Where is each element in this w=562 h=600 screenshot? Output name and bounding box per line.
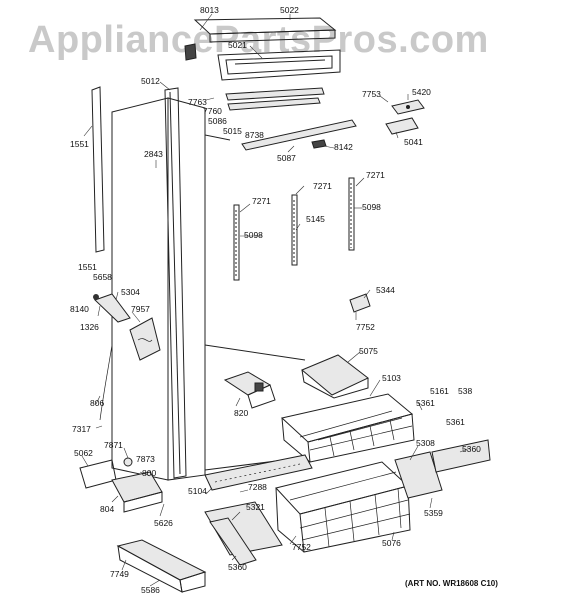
label-7760: 7760 bbox=[203, 106, 222, 116]
label-800: 800 bbox=[142, 468, 156, 478]
label-8140: 8140 bbox=[70, 304, 89, 314]
top-cover-5022 bbox=[184, 17, 337, 61]
label-538: 538 bbox=[458, 386, 472, 396]
label-5098-left: 5098 bbox=[244, 230, 263, 240]
label-1326: 1326 bbox=[80, 322, 99, 332]
label-5145: 5145 bbox=[306, 214, 325, 224]
label-5360-right: 5360 bbox=[462, 444, 481, 454]
label-5321: 5321 bbox=[246, 502, 265, 512]
label-5161: 5161 bbox=[430, 386, 449, 396]
art-number: (ART NO. WR18608 C10) bbox=[405, 579, 498, 588]
side-trim-5012 bbox=[164, 87, 187, 479]
label-5626: 5626 bbox=[154, 518, 173, 528]
label-5076: 5076 bbox=[382, 538, 401, 548]
label-5012: 5012 bbox=[141, 76, 160, 86]
cover-5586 bbox=[116, 539, 207, 593]
part-labels: 8013 5022 5021 5012 7763 7760 5086 5015 … bbox=[70, 5, 481, 595]
label-7271-right: 7271 bbox=[366, 170, 385, 180]
bracket-5344 bbox=[349, 293, 371, 313]
label-5075: 5075 bbox=[359, 346, 378, 356]
shelf-support-mid bbox=[291, 194, 298, 266]
bracket-5062 bbox=[79, 459, 117, 489]
label-5304: 5304 bbox=[121, 287, 140, 297]
slide-5360-right bbox=[431, 439, 491, 473]
label-7763: 7763 bbox=[188, 97, 207, 107]
label-8738: 8738 bbox=[245, 130, 264, 140]
label-5062: 5062 bbox=[74, 448, 93, 458]
label-7752-bottom: 7752 bbox=[292, 542, 311, 552]
housing-800 bbox=[111, 457, 163, 513]
icemaker-820 bbox=[223, 371, 276, 409]
label-806: 806 bbox=[90, 398, 104, 408]
label-7749: 7749 bbox=[110, 569, 129, 579]
label-7957: 7957 bbox=[131, 304, 150, 314]
label-7317: 7317 bbox=[72, 424, 91, 434]
label-8013: 8013 bbox=[200, 5, 219, 15]
label-5308: 5308 bbox=[416, 438, 435, 448]
label-7873: 7873 bbox=[136, 454, 155, 464]
label-7288: 7288 bbox=[248, 482, 267, 492]
shelf-support-right bbox=[348, 177, 355, 251]
clip-8142 bbox=[311, 139, 327, 149]
label-5086: 5086 bbox=[208, 116, 227, 126]
label-5359: 5359 bbox=[424, 508, 443, 518]
label-5344: 5344 bbox=[376, 285, 395, 295]
slide-5360-left bbox=[209, 517, 257, 566]
dispenser-arm-5304 bbox=[93, 293, 131, 323]
label-7871: 7871 bbox=[104, 440, 123, 450]
hinge-5041 bbox=[385, 117, 419, 135]
label-5103: 5103 bbox=[382, 373, 401, 383]
label-804: 804 bbox=[100, 504, 114, 514]
label-1551-mid: 1551 bbox=[78, 262, 97, 272]
label-5658: 5658 bbox=[93, 272, 112, 282]
label-8142: 8142 bbox=[334, 142, 353, 152]
label-5586: 5586 bbox=[141, 585, 160, 595]
label-1551-top: 1551 bbox=[70, 139, 89, 149]
label-5087: 5087 bbox=[277, 153, 296, 163]
label-5041: 5041 bbox=[404, 137, 423, 147]
label-5098-right: 5098 bbox=[362, 202, 381, 212]
label-5022: 5022 bbox=[280, 5, 299, 15]
bottom-trim-5104 bbox=[204, 454, 313, 491]
shelf-support-left bbox=[233, 204, 240, 281]
label-5361-right: 5361 bbox=[446, 417, 465, 427]
label-5420: 5420 bbox=[412, 87, 431, 97]
label-5361-left: 5361 bbox=[416, 398, 435, 408]
ice-maker-harness-7957 bbox=[129, 317, 161, 361]
left-trim bbox=[91, 86, 113, 421]
pan-5075 bbox=[301, 354, 369, 399]
label-7271-mid: 7271 bbox=[313, 181, 332, 191]
rail-5087 bbox=[241, 119, 357, 151]
basket-5103 bbox=[280, 393, 415, 463]
slide-5308 bbox=[394, 451, 443, 499]
label-5360-left: 5360 bbox=[228, 562, 247, 572]
light-shield-5021 bbox=[217, 49, 341, 81]
label-5104: 5104 bbox=[188, 486, 207, 496]
label-7753: 7753 bbox=[362, 89, 381, 99]
label-2843: 2843 bbox=[144, 149, 163, 159]
label-7752-mid: 7752 bbox=[356, 322, 375, 332]
label-7271-left: 7271 bbox=[252, 196, 271, 206]
label-5015: 5015 bbox=[223, 126, 242, 136]
hinge-5420 bbox=[391, 99, 425, 115]
leader-lines bbox=[81, 13, 471, 587]
label-5021: 5021 bbox=[228, 40, 247, 50]
grille-5086 bbox=[225, 87, 325, 111]
label-820: 820 bbox=[234, 408, 248, 418]
